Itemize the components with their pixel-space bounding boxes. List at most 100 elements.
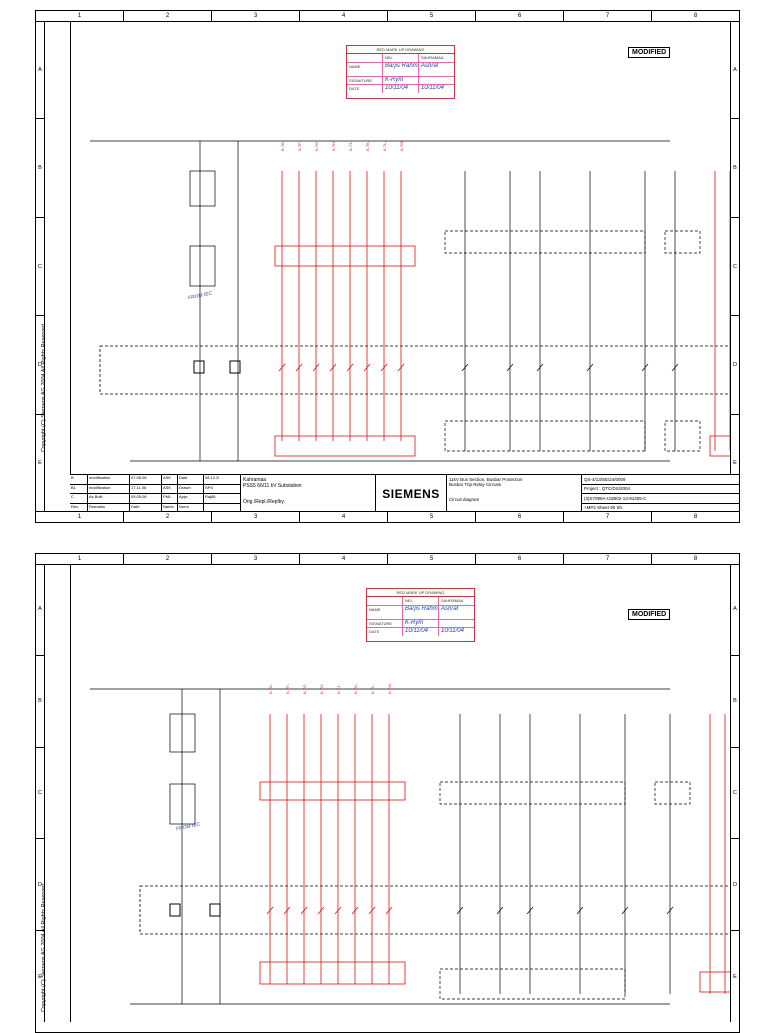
- stamp-row-name: NAME: [347, 62, 383, 76]
- sheet-number: +MP2 Sheet 90 Sh.: [582, 504, 739, 513]
- copyright-notice: Copyright (C) Siemens AG 2004 All Rights…: [41, 323, 47, 452]
- stamp-sig-a: K-Rym: [383, 76, 419, 84]
- drawing-sheet-1: 1 2 3 4 5 6 7 8 A B C D E A B C D E Copy…: [35, 10, 740, 523]
- rev-cell: B: [70, 475, 88, 484]
- column-label: 6: [475, 11, 563, 21]
- document-info: QS-4/13/SE/24/0009 Project : QTC/DS/2004…: [582, 475, 739, 512]
- project-number: Project : QTC/DS/2004: [582, 485, 739, 494]
- stamp-sig-a: K-Rym: [403, 619, 439, 627]
- row-label: E: [731, 930, 739, 1022]
- column-label: 6: [475, 554, 563, 564]
- row-label: B: [36, 654, 44, 747]
- sheet-label: Sheet: [597, 505, 609, 511]
- project-name: PSS5 66/11 kV Substation: [243, 483, 302, 489]
- row-zone-ruler-right: A B C D E: [730, 21, 739, 512]
- column-label: 7: [563, 11, 651, 21]
- column-label: 3: [211, 512, 299, 522]
- red-label: K-7L-: [382, 141, 387, 151]
- column-label: 7: [563, 512, 651, 522]
- column-label: 1: [77, 13, 82, 19]
- red-label: K-7J-: [336, 684, 341, 694]
- row-label: A: [38, 66, 42, 73]
- row-label: D: [36, 838, 44, 930]
- row-label: E: [731, 413, 739, 512]
- title-line-2: Busbar Trip Relay Circuits: [449, 482, 502, 487]
- column-label: 4: [299, 11, 387, 21]
- red-label: K-7E-: [268, 683, 273, 694]
- row-label: B: [731, 654, 739, 747]
- column-label: 2: [123, 512, 211, 522]
- rev-cell: modification: [88, 484, 130, 493]
- revision-strip: Copyright (C) Siemens AG 2004 All Rights…: [41, 564, 71, 1022]
- stamp-row-date: DATE: [367, 628, 403, 636]
- project-info: Kahramaa PSS5 66/11 kV Substation Orig./…: [241, 475, 376, 512]
- column-label: 8: [651, 512, 739, 522]
- stamp-header: RED MARK UP DRAWING: [367, 589, 474, 597]
- column-zone-ruler-top: 1 2 3 4 5 6 7 8: [36, 554, 739, 565]
- stamp-sig-b: [419, 77, 454, 85]
- row-label: C: [731, 746, 739, 839]
- stamp-col-a: NEL: [403, 597, 439, 605]
- stamp-name-a: Barjis Rahman: [383, 62, 419, 76]
- red-label: K-7K-: [365, 140, 370, 151]
- column-label: 1: [77, 556, 82, 562]
- row-label: A: [733, 606, 737, 613]
- stamp-name-a: Barjis Rahman: [403, 605, 439, 619]
- red-label: K-7J-: [348, 141, 353, 151]
- column-label: 5: [387, 512, 475, 522]
- column-label: 4: [299, 554, 387, 564]
- row-label: D: [731, 315, 739, 413]
- stamp-row-name: NAME: [367, 605, 403, 619]
- stamp-row-date: DATE: [347, 85, 383, 93]
- revision-strip: Copyright (C) Siemens AG 2004 All Rights…: [41, 21, 71, 512]
- drawing-ref: Orig./Repl./Replby.: [243, 499, 285, 505]
- red-label: K-7K-: [353, 683, 358, 694]
- rev-cell: PML: [162, 494, 178, 503]
- rev-cell: Date: [178, 475, 204, 484]
- row-label: D: [36, 315, 44, 413]
- red-label: K-7F-: [297, 141, 302, 151]
- rev-cell: 07.06.06: [130, 475, 162, 484]
- red-label: K-7H-: [319, 683, 324, 694]
- row-zone-ruler-left: A B C D E: [36, 21, 45, 512]
- row-label: C: [731, 216, 739, 315]
- rev-cell: Norm: [178, 503, 204, 512]
- column-label: 7: [563, 554, 651, 564]
- red-label: K-7M-: [387, 683, 392, 694]
- rev-cell: Appr.: [178, 494, 204, 503]
- project-owner: Kahramaa: [243, 477, 267, 483]
- stamp-date-a: 10/11/04: [403, 628, 439, 636]
- red-label: K-7H-: [331, 140, 336, 151]
- stamp-col-b: SAHRAMAA: [441, 598, 464, 603]
- column-label: 2: [123, 11, 211, 21]
- doc-number: QS-4/13/SE/24/0009: [582, 475, 739, 485]
- red-label: K-7G-: [302, 683, 307, 694]
- row-label: C: [36, 746, 44, 839]
- siemens-logo: SIEMENS: [376, 475, 447, 512]
- rev-cell: Drawn: [178, 484, 204, 493]
- rev-cell: 08.12.2005: [205, 475, 219, 480]
- row-zone-ruler-left: A B C D E: [36, 564, 45, 1022]
- red-label: K-7F-: [285, 684, 290, 694]
- column-label: 6: [475, 512, 563, 522]
- column-label: 2: [123, 554, 211, 564]
- rev-cell: As Built: [88, 494, 130, 503]
- drawing-number: (3)S7099A-USB02-13-91405-C: [582, 494, 739, 504]
- stamp-name-b: Ashraf: [421, 62, 439, 69]
- rev-cell: modification: [88, 475, 130, 484]
- rev-cell: SPS: [205, 484, 214, 490]
- stamp-date-b: 10/11/04: [421, 85, 444, 91]
- column-label: 8: [651, 11, 739, 21]
- row-label: E: [36, 930, 44, 1022]
- modified-label: MODIFIED: [628, 609, 671, 620]
- red-label: K-7G-: [314, 140, 319, 151]
- rev-cell: C: [70, 494, 88, 503]
- red-label: K-7L-: [370, 684, 375, 694]
- stamp-col-a: NEL: [383, 54, 419, 62]
- title-line-1: 11kV Bus Section, Busbar Protection: [449, 477, 523, 482]
